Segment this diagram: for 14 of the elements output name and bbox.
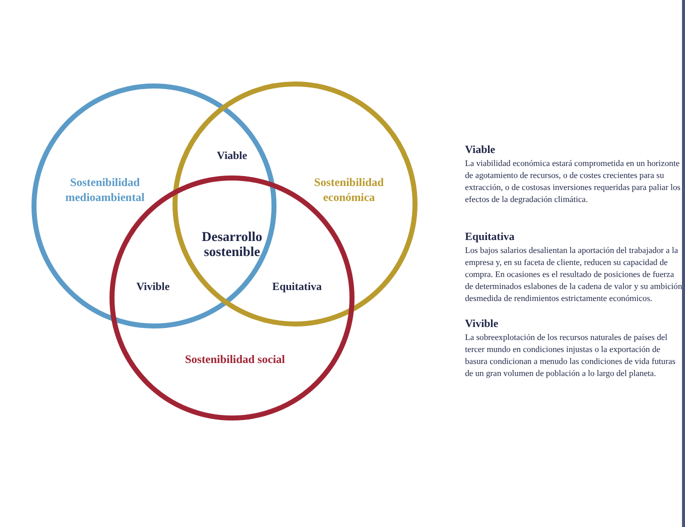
circle-label: Sostenibilidad económica bbox=[313, 176, 385, 206]
paragraph: Los bajos salarios desalientan la aportación del trabajador a la empresa y, en su faceta de cliente, reducen su capacidad de compra. En ocasiones es el resultado de posiciones de fuerza de determinados eslabones de la cadena de valor y su ambición desmedida de rendimientos estrictamente económicos. bbox=[465, 244, 683, 304]
section-heading: Vivible bbox=[465, 318, 498, 330]
paragraph: La viabilidad económica estará comprometida en un horizonte de agotamiento de recursos, o de costes crecientes para su extracción, o de costosas inversiones requeridas para paliar los efectos de la degradación climática. bbox=[465, 157, 682, 205]
region-label: Viable bbox=[216, 149, 248, 163]
center-label: Desarrollo sostenible bbox=[200, 229, 264, 259]
venn-circle bbox=[172, 81, 418, 327]
circle-label: Sostenibilidad social bbox=[184, 353, 286, 368]
region-label: Equitativa bbox=[271, 280, 323, 294]
region-label: Vivible bbox=[135, 280, 171, 294]
section-heading: Equitativa bbox=[465, 231, 515, 243]
circle-label: Sostenibilidad medioambiental bbox=[64, 176, 146, 206]
paragraph: La sobreexplotación de los recursos naturales de países del tercer mundo en condiciones injustas o la exportación de basura condicionan a menudo las condiciones de vida futuras de un gran volumen de población a lo largo del planeta. bbox=[465, 331, 676, 379]
section-heading: Viable bbox=[465, 144, 496, 156]
